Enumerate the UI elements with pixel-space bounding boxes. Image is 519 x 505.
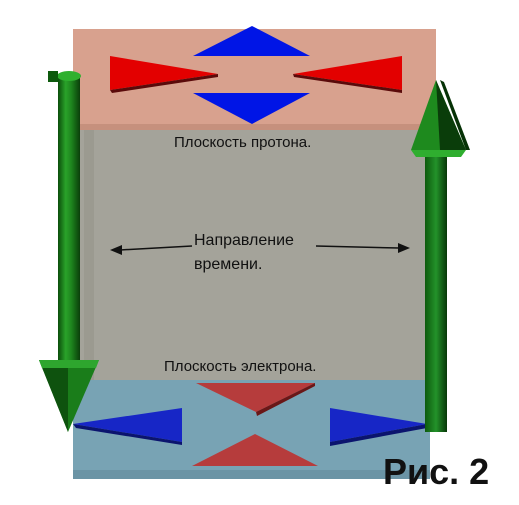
- time-region-side: [84, 128, 94, 380]
- proton-blue-triangle-up: [193, 26, 310, 56]
- figure-caption: Рис. 2: [383, 451, 490, 492]
- right-arrow-icon: [315, 243, 410, 253]
- proton-blue-triangle-down: [193, 93, 310, 124]
- green-up-arrow-icon: [411, 80, 470, 432]
- proton-plane-edge: [73, 124, 436, 130]
- proton-plane: [73, 29, 436, 128]
- electron-plane: [73, 380, 430, 479]
- proton-red-triangle-left: [110, 56, 218, 90]
- proton-red-triangle-right: [293, 56, 402, 90]
- electron-plane-edge: [73, 470, 430, 479]
- time-region: [73, 128, 430, 380]
- proton-red-triangle-left-shadow: [110, 74, 218, 93]
- electron-blue-triangle-right-shadow: [330, 424, 427, 446]
- green-down-arrow-icon: [39, 71, 99, 432]
- electron-blue-triangle-left: [73, 408, 182, 442]
- electron-red-triangle-top-shadow: [256, 383, 315, 416]
- left-arrow-icon: [110, 245, 193, 255]
- electron-red-triangle-bottom: [192, 434, 318, 466]
- electron-blue-triangle-right: [330, 408, 427, 442]
- electron-red-triangle-top: [196, 383, 315, 412]
- proton-plane-label: Плоскость протона.: [174, 134, 312, 151]
- time-direction-label: Направление времени.: [194, 232, 294, 273]
- proton-red-triangle-right-shadow: [293, 74, 402, 93]
- electron-blue-triangle-left-shadow: [73, 424, 182, 445]
- electron-plane-label: Плоскость электрона.: [164, 358, 317, 375]
